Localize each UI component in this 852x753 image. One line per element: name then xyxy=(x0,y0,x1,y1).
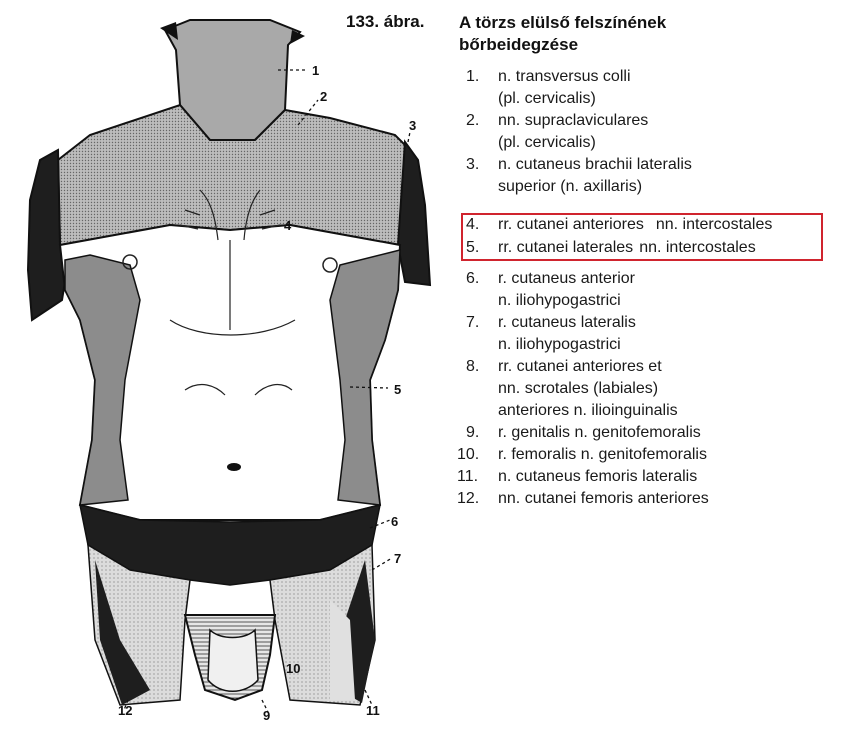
callout-2: 2 xyxy=(320,89,327,104)
legend-item-8: 8. rr. cutanei anteriores et nn. scrotal… xyxy=(466,356,846,422)
legend-item-2: 2. nn. supraclaviculares (pl. cervicalis… xyxy=(466,110,846,154)
anatomy-figure: 1 2 3 4 5 6 7 9 10 11 12 xyxy=(0,0,460,753)
legend-line: superior (n. axillaris) xyxy=(498,176,846,198)
legend-num: 5. xyxy=(466,239,498,257)
legend-num: 2. xyxy=(466,110,494,132)
legend-num: 10. xyxy=(457,444,485,466)
callout-3: 3 xyxy=(409,118,416,133)
legend-item-9: 9. r. genitalis n. genitofemoralis xyxy=(466,422,846,444)
callout-9: 9 xyxy=(263,708,270,723)
legend-num: 3. xyxy=(466,154,494,176)
legend-line: nn. cutanei femoris anteriores xyxy=(498,488,846,510)
figure-title: A törzs elülső felszínének bőrbeidegzése xyxy=(459,12,839,56)
legend-line: n. cutaneus brachii lateralis xyxy=(498,154,846,176)
figure-title-line1: A törzs elülső felszínének xyxy=(459,12,839,34)
legend-item-7: 7. r. cutaneus lateralis n. iliohypogast… xyxy=(466,312,846,356)
legend-num: 11. xyxy=(457,466,485,488)
legend-item-10: 10. r. femoralis n. genitofemoralis xyxy=(466,444,846,466)
callout-10: 10 xyxy=(286,661,300,676)
legend-list: 1. n. transversus colli (pl. cervicalis)… xyxy=(466,66,846,510)
legend-item-5-nerve: nn. intercostales xyxy=(639,239,756,256)
legend-line: r. cutaneus anterior xyxy=(498,268,846,290)
callout-11: 11 xyxy=(366,703,380,718)
callout-4: 4 xyxy=(284,218,291,233)
legend-item-4: 4.rr. cutanei anteriores nn. intercostale… xyxy=(466,216,772,234)
legend-line: (pl. cervicalis) xyxy=(498,88,846,110)
legend-line: n. iliohypogastrici xyxy=(498,290,846,312)
callout-5: 5 xyxy=(394,382,401,397)
legend-item-1: 1. n. transversus colli (pl. cervicalis) xyxy=(466,66,846,110)
legend-line: r. cutaneus lateralis xyxy=(498,312,846,334)
legend-item-4-nerve: nn. intercostales xyxy=(656,216,773,233)
legend-line: rr. cutanei anteriores et xyxy=(498,356,846,378)
callout-6: 6 xyxy=(391,514,398,529)
legend-line: r. genitalis n. genitofemoralis xyxy=(498,422,846,444)
legend-item-4-branch: rr. cutanei anteriores xyxy=(498,216,644,233)
legend-line: n. iliohypogastrici xyxy=(498,334,846,356)
figure-number: 133. ábra. xyxy=(346,12,424,32)
legend-item-5: 5.rr. cutanei laterales nn. intercostales xyxy=(466,239,756,257)
legend-item-6: 6. r. cutaneus anterior n. iliohypogastr… xyxy=(466,268,846,312)
legend-line: n. cutaneus femoris lateralis xyxy=(498,466,846,488)
legend-line: nn. scrotales (labiales) xyxy=(498,378,846,400)
legend-line: (pl. cervicalis) xyxy=(498,132,846,154)
legend-num: 4. xyxy=(466,216,498,234)
legend-line: anteriores n. ilioinguinalis xyxy=(498,400,846,422)
legend-num: 7. xyxy=(466,312,494,334)
callout-1: 1 xyxy=(312,63,319,78)
legend-item-11: 11. n. cutaneus femoris lateralis xyxy=(466,466,846,488)
legend-item-12: 12. nn. cutanei femoris anteriores xyxy=(466,488,846,510)
callout-12: 12 xyxy=(118,703,132,718)
legend-num: 1. xyxy=(466,66,494,88)
legend-line: n. transversus colli xyxy=(498,66,846,88)
legend-num: 8. xyxy=(466,356,494,378)
legend-line: r. femoralis n. genitofemoralis xyxy=(498,444,846,466)
torso-illustration xyxy=(0,0,460,753)
legend-num: 12. xyxy=(457,488,485,510)
callout-7: 7 xyxy=(394,551,401,566)
legend-item-3: 3. n. cutaneus brachii lateralis superio… xyxy=(466,154,846,198)
legend-item-5-branch: rr. cutanei laterales xyxy=(498,239,633,256)
right-arm-region xyxy=(398,142,430,285)
figure-title-line2: bőrbeidegzése xyxy=(459,34,839,56)
legend-num: 9. xyxy=(466,422,494,444)
legend-line: nn. supraclaviculares xyxy=(498,110,846,132)
legend-num: 6. xyxy=(466,268,494,290)
